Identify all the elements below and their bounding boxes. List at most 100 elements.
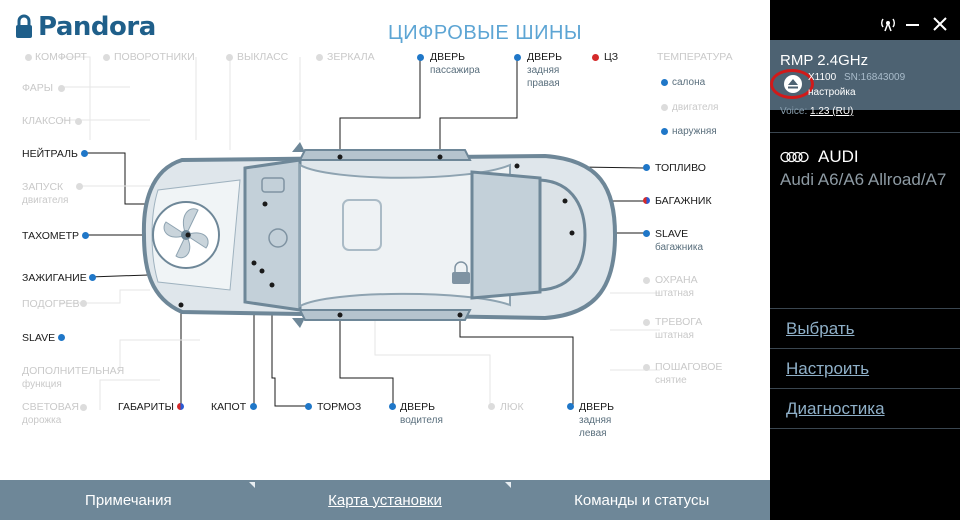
label-ignition[interactable]: ЗАЖИГАНИЕ — [22, 272, 87, 284]
voice-version-link[interactable]: 1.23 (RU) — [810, 106, 854, 117]
label-temp-outside[interactable]: наружняя — [672, 126, 717, 137]
label-neutral[interactable]: НЕЙТРАЛЬ — [22, 148, 78, 160]
main-panel: Pandora ЦИФРОВЫЕ ШИНЫ — [14, 12, 733, 439]
configure-button[interactable]: Настроить — [786, 359, 870, 378]
comfort-dot[interactable] — [25, 54, 32, 61]
stepoff-dot[interactable] — [643, 364, 650, 371]
device-model: X1100 — [808, 72, 837, 83]
audi-rings-icon — [780, 151, 809, 163]
close-icon[interactable] — [932, 16, 948, 32]
label-fuel[interactable]: ТОПЛИВО — [655, 162, 706, 174]
door-rear-left-dot[interactable] — [567, 403, 574, 410]
lights-dot[interactable] — [58, 85, 65, 92]
label-horn[interactable]: КЛАКСОН — [22, 115, 72, 127]
device-serial: SN:16843009 — [844, 72, 906, 83]
slave-trunk-dot[interactable] — [643, 230, 650, 237]
device-name: RMP 2.4GHz — [780, 52, 869, 69]
mirrors-dot[interactable] — [316, 54, 323, 61]
tachometer-dot[interactable] — [82, 232, 89, 239]
label-trunk[interactable]: БАГАЖНИК — [655, 195, 712, 207]
divider — [770, 388, 960, 389]
select-button[interactable]: Выбрать — [786, 319, 855, 338]
label-comfort[interactable]: КОМФОРТ — [35, 51, 87, 63]
neutral-dot[interactable] — [81, 150, 88, 157]
alarm-dot[interactable] — [643, 319, 650, 326]
right-sidebar: RMP 2.4GHz X1100 SN:16843009 настройка V… — [770, 0, 960, 520]
heating-dot[interactable] — [80, 300, 87, 307]
device-settings-link[interactable]: настройка — [808, 87, 856, 98]
hood-dot[interactable] — [250, 403, 257, 410]
door-driver-dot[interactable] — [389, 403, 396, 410]
trunk-dot[interactable] — [643, 197, 650, 204]
wireless-icon[interactable] — [880, 16, 896, 32]
divider — [770, 308, 960, 309]
tab-corner-icon — [505, 482, 512, 488]
divider — [770, 428, 960, 429]
divider — [770, 348, 960, 349]
bottom-tab-bar: Примечания Карта установки Команды и ста… — [0, 480, 770, 520]
label-temp-engine[interactable]: двигателя — [672, 102, 719, 113]
label-heating[interactable]: ПОДОГРЕВ — [22, 298, 80, 310]
label-turn-signals[interactable]: ПОВОРОТНИКИ — [114, 51, 195, 63]
temp-outside-dot[interactable] — [661, 128, 668, 135]
label-parking-lights[interactable]: ГАБАРИТЫ — [118, 401, 174, 413]
label-lights[interactable]: ФАРЫ — [22, 82, 54, 94]
ignition-dot[interactable] — [89, 274, 96, 281]
device-panel: RMP 2.4GHz X1100 SN:16843009 настройка — [770, 40, 960, 110]
divider — [770, 132, 960, 133]
door-passenger-dot[interactable] — [417, 54, 424, 61]
pandora-logo: Pandora — [14, 12, 156, 42]
label-temperature: ТЕМПЕРАТУРА — [657, 51, 733, 63]
label-mirrors[interactable]: ЗЕРКАЛА — [327, 51, 375, 63]
tab-install-map[interactable]: Карта установки — [257, 480, 514, 520]
sunroof-dot[interactable] — [488, 403, 495, 410]
label-sunroof[interactable]: ЛЮК — [500, 401, 524, 413]
voice-version: Voice: 1.23 (RU) — [780, 106, 854, 117]
horn-dot[interactable] — [75, 118, 82, 125]
door-rear-right-dot[interactable] — [514, 54, 521, 61]
label-brake[interactable]: ТОРМОЗ — [317, 401, 362, 413]
brake-dot[interactable] — [305, 403, 312, 410]
cz-dot[interactable] — [592, 54, 599, 61]
fuel-dot[interactable] — [643, 164, 650, 171]
car-model: Audi A6/A6 Allroad/A7 — [780, 170, 947, 189]
light-path-dot[interactable] — [80, 404, 87, 411]
outclass-dot[interactable] — [226, 54, 233, 61]
page-title: ЦИФРОВЫЕ ШИНЫ — [388, 22, 583, 44]
tab-notes[interactable]: Примечания — [0, 480, 257, 520]
lock-logo-icon — [16, 14, 32, 38]
window-controls — [770, 0, 960, 40]
parking-lights-dot[interactable] — [177, 403, 184, 410]
diagnostics-button[interactable]: Диагностика — [786, 399, 885, 418]
label-central-lock[interactable]: ЦЗ — [604, 51, 619, 63]
label-tachometer[interactable]: ТАХОМЕТР — [22, 230, 80, 242]
label-temp-salon[interactable]: салона — [672, 77, 706, 88]
tab-commands-status[interactable]: Команды и статусы — [574, 491, 710, 509]
car-diagram — [60, 56, 660, 410]
tab-corner-icon — [248, 482, 255, 488]
label-slave[interactable]: SLAVE — [22, 332, 56, 344]
highlight-circle — [770, 69, 814, 99]
turn-dot[interactable] — [103, 54, 110, 61]
temp-engine-dot[interactable] — [661, 104, 668, 111]
slave-dot[interactable] — [58, 334, 65, 341]
logo-text: Pandora — [38, 12, 156, 42]
guard-dot[interactable] — [643, 277, 650, 284]
engine-start-dot[interactable] — [76, 183, 83, 190]
car-brand: AUDI — [780, 147, 859, 167]
minimize-icon[interactable] — [906, 24, 919, 26]
label-outclass[interactable]: ВЫКЛАСС — [237, 51, 289, 63]
temp-salon-dot[interactable] — [661, 79, 668, 86]
label-hood[interactable]: КАПОТ — [211, 401, 247, 413]
